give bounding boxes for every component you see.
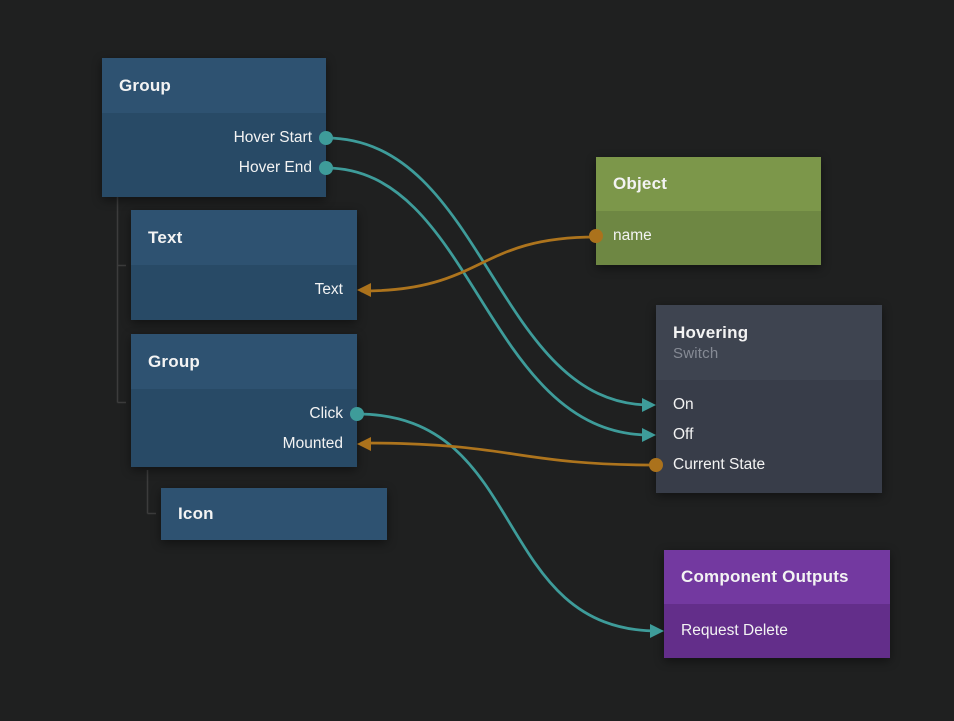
port-label: Hover End (238, 159, 312, 176)
node-text[interactable]: Text Text (131, 210, 371, 320)
node-component-outputs[interactable]: Component Outputs Request Delete (650, 550, 890, 658)
node-header[interactable]: Text (131, 210, 357, 265)
wire-hover-end-to-off[interactable] (324, 166, 652, 437)
port-label: Request Delete (681, 622, 788, 639)
port-hover-start[interactable]: Hover Start (102, 123, 333, 153)
input-arrow[interactable] (642, 428, 656, 442)
port-name[interactable]: name (589, 221, 821, 251)
node-body: Hover Start Hover End (102, 113, 333, 197)
node-header[interactable]: Group (102, 58, 326, 113)
node-group-1[interactable]: Group Hover Start Hover End (102, 58, 333, 197)
port-on[interactable]: On (642, 390, 882, 420)
input-arrow[interactable] (357, 437, 371, 451)
port-label: name (613, 227, 652, 244)
node-title: Group (148, 351, 200, 371)
wire-hover-start-to-on[interactable] (324, 136, 652, 407)
node-header[interactable]: Group (131, 334, 357, 389)
output-dot[interactable] (589, 229, 603, 243)
node-body: Text (131, 265, 371, 320)
node-body: Request Delete (650, 604, 890, 658)
node-header[interactable]: Icon (161, 488, 387, 540)
input-arrow[interactable] (650, 624, 664, 638)
port-label: Current State (673, 456, 766, 473)
port-label: On (673, 396, 694, 413)
output-dot[interactable] (319, 131, 333, 145)
node-title: Object (613, 174, 668, 193)
port-label: Text (314, 281, 343, 298)
output-dot[interactable] (319, 161, 333, 175)
node-group-2[interactable]: Group Click Mounted (131, 334, 371, 467)
node-hovering-switch[interactable]: Hovering Switch On Off Current State (642, 305, 882, 493)
port-label: Off (673, 426, 694, 443)
node-body: On Off Current State (642, 380, 882, 493)
input-arrow[interactable] (642, 398, 656, 412)
wire-object-name-to-text[interactable] (360, 235, 598, 293)
node-body: name (589, 211, 821, 265)
wire-current-state-to-mounted[interactable] (360, 441, 658, 467)
node-object[interactable]: Object name (589, 157, 821, 265)
node-header[interactable]: Object (596, 157, 821, 211)
port-label: Hover Start (233, 129, 312, 146)
node-icon[interactable]: Icon (161, 488, 387, 540)
node-title: Group (119, 75, 171, 95)
port-mounted[interactable]: Mounted (131, 429, 371, 459)
node-subtitle: Switch (673, 345, 719, 362)
node-body: Click Mounted (131, 389, 371, 467)
port-current-state[interactable]: Current State (649, 450, 882, 480)
node-title: Hovering (673, 323, 749, 342)
port-request-delete[interactable]: Request Delete (650, 616, 890, 646)
port-off[interactable]: Off (642, 420, 882, 450)
port-hover-end[interactable]: Hover End (102, 153, 333, 183)
port-click[interactable]: Click (131, 399, 364, 429)
input-arrow[interactable] (357, 283, 371, 297)
node-title: Icon (178, 504, 214, 523)
node-title: Text (148, 227, 183, 247)
wire-click-to-request-delete[interactable] (355, 412, 660, 633)
node-title: Component Outputs (681, 567, 849, 586)
port-text[interactable]: Text (131, 275, 371, 305)
node-header[interactable]: Component Outputs (664, 550, 890, 604)
output-dot[interactable] (350, 407, 364, 421)
port-label: Click (309, 405, 343, 422)
port-label: Mounted (282, 435, 343, 452)
output-dot[interactable] (649, 458, 663, 472)
node-header[interactable]: Hovering Switch (656, 305, 882, 380)
